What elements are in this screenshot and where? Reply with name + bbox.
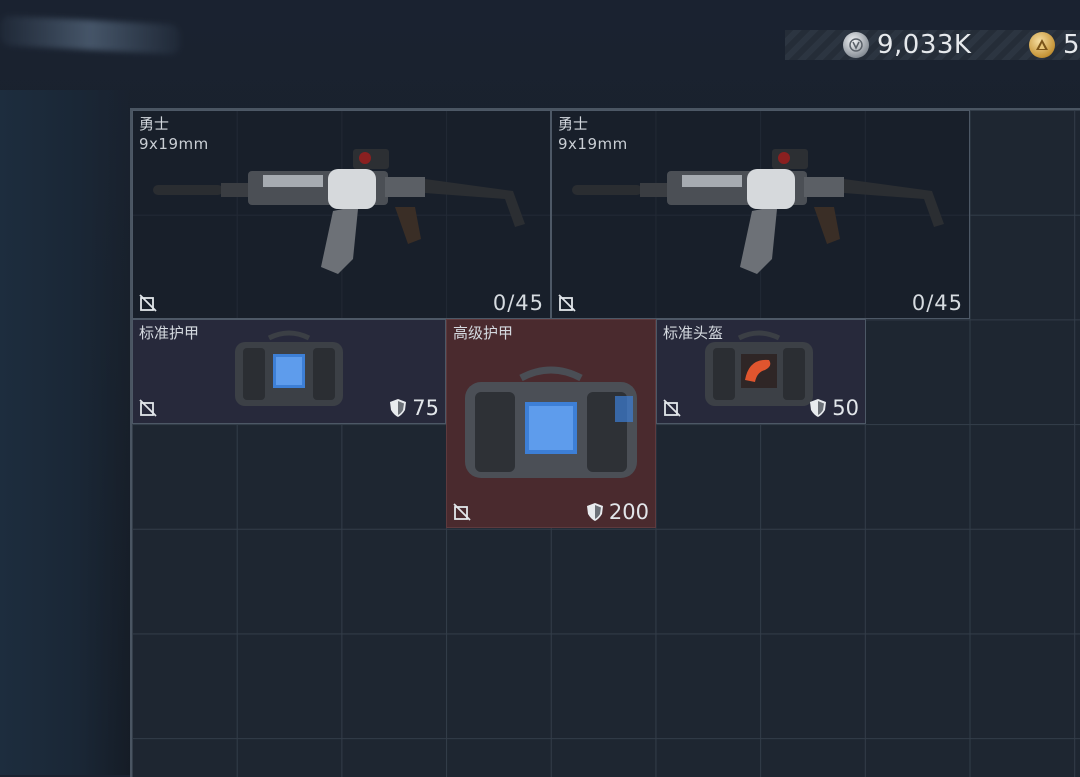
armor-value-text: 200 (608, 500, 649, 524)
inventory-grid: 勇士 9x19mm 0/45 勇士 9x19mm (130, 108, 1080, 777)
armor-value: 200 (586, 500, 649, 524)
gold-currency: 5 (1029, 28, 1080, 62)
gold-currency-value: 5 (1063, 30, 1080, 60)
no-drop-icon (139, 399, 157, 417)
item-name: 勇士 (139, 115, 170, 133)
ammo-count: 0/45 (492, 291, 544, 315)
armor-bag-icon (465, 366, 637, 478)
item-name: 标准护甲 (139, 324, 200, 342)
armor-value: 50 (809, 396, 859, 420)
background-light-streak (0, 15, 180, 55)
item-caliber: 9x19mm (139, 135, 209, 153)
smg-icon (153, 149, 525, 274)
inventory-item-weapon[interactable]: 勇士 9x19mm 0/45 (551, 110, 970, 319)
silver-coin-icon (843, 32, 869, 58)
gold-coin-icon (1029, 32, 1055, 58)
inventory-item-armor[interactable]: 标准护甲 75 (132, 319, 446, 424)
item-caliber: 9x19mm (558, 135, 628, 153)
shield-icon (810, 399, 827, 417)
no-drop-icon (663, 399, 681, 417)
armor-bag-icon (235, 330, 343, 406)
silver-currency-value: 9,033K (877, 30, 972, 60)
armor-value: 75 (389, 396, 439, 420)
shield-icon (586, 503, 603, 521)
ammo-count: 0/45 (911, 291, 963, 315)
no-drop-icon (453, 503, 471, 521)
smg-icon (572, 149, 944, 274)
armor-value-text: 50 (832, 396, 859, 420)
item-name: 高级护甲 (453, 324, 514, 342)
silver-currency: 9,033K (843, 28, 971, 62)
item-name: 勇士 (558, 115, 589, 133)
background-glow (0, 90, 130, 775)
item-name: 标准头盔 (663, 324, 724, 342)
inventory-item-weapon[interactable]: 勇士 9x19mm 0/45 (132, 110, 551, 319)
inventory-item-armor-selected[interactable]: 高级护甲 200 (446, 319, 656, 528)
helmet-bag-icon (705, 330, 813, 406)
armor-value-text: 75 (412, 396, 439, 420)
shield-icon (390, 399, 407, 417)
inventory-item-helmet[interactable]: 标准头盔 50 (656, 319, 866, 424)
no-drop-icon (139, 294, 157, 312)
no-drop-icon (558, 294, 576, 312)
